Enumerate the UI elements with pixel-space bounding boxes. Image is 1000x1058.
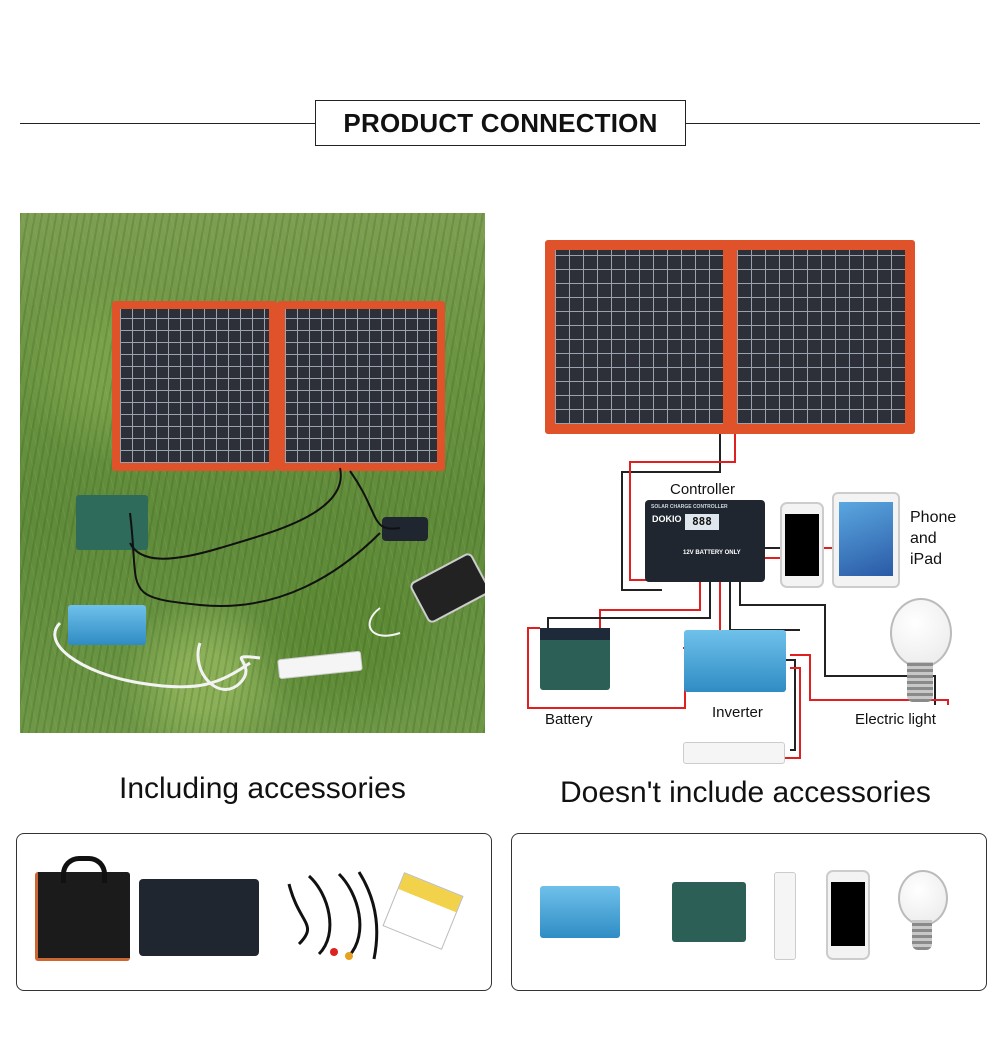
battery-photo (76, 495, 148, 550)
controller-header-text: SOLAR CHARGE CONTROLLER (651, 504, 728, 510)
header-rule-right (685, 123, 980, 124)
caption-including: Including accessories (119, 772, 406, 805)
controller-brand: DOKIO (652, 514, 682, 524)
cables-accessory-icon (287, 871, 379, 960)
bulb-accessory-icon (898, 870, 948, 926)
product-photo (20, 213, 485, 733)
bulb-accessory-base (912, 920, 932, 950)
battery-label: Battery (545, 711, 593, 728)
header-rule-left (20, 123, 315, 124)
controller-display: 888 (685, 514, 719, 530)
carry-bag-icon (35, 872, 130, 961)
diagram-light-bulb (890, 598, 952, 668)
diagram-controller: DOKIO SOLAR CHARGE CONTROLLER 888 12V BA… (645, 500, 765, 582)
solar-cells-right (285, 309, 437, 463)
inverter-photo (68, 605, 146, 645)
battery-top (540, 628, 610, 640)
power-strip-accessory-icon (774, 872, 796, 960)
bulb-base (907, 662, 933, 702)
phone-accessory-screen (831, 882, 865, 946)
controller-label: Controller (670, 481, 736, 498)
section-title: PRODUCT CONNECTION (315, 100, 686, 146)
battery-accessory-icon (672, 882, 746, 942)
controller-accessory-icon (139, 879, 259, 956)
phone-accessory-icon (826, 870, 870, 960)
caption-not-including: Doesn't include accessories (560, 776, 931, 809)
diagram-inverter (684, 630, 786, 692)
diagram-power-strip (683, 742, 785, 764)
diagram-ipad (832, 492, 900, 588)
controller-footer: 12V BATTERY ONLY (683, 550, 741, 556)
inverter-accessory-icon (540, 886, 620, 938)
phone-ipad-label: Phone and iPad (910, 509, 957, 568)
grass-texture (20, 213, 485, 733)
electric-light-label: Electric light (855, 711, 936, 728)
inverter-label: Inverter (712, 704, 763, 721)
manual-accessory-icon (382, 872, 464, 950)
diagram-cells-left (555, 250, 723, 424)
photo-cables (53, 467, 401, 691)
diagram-phone (780, 502, 824, 588)
solar-cells-left (120, 309, 269, 463)
not-included-accessories-box (511, 833, 987, 991)
diagram-cells-right (737, 250, 905, 424)
ipad-screen (839, 502, 893, 576)
included-accessories-box (16, 833, 492, 991)
bag-handle-icon (61, 856, 107, 883)
diagram-battery (540, 628, 610, 690)
phone-screen (785, 514, 819, 576)
